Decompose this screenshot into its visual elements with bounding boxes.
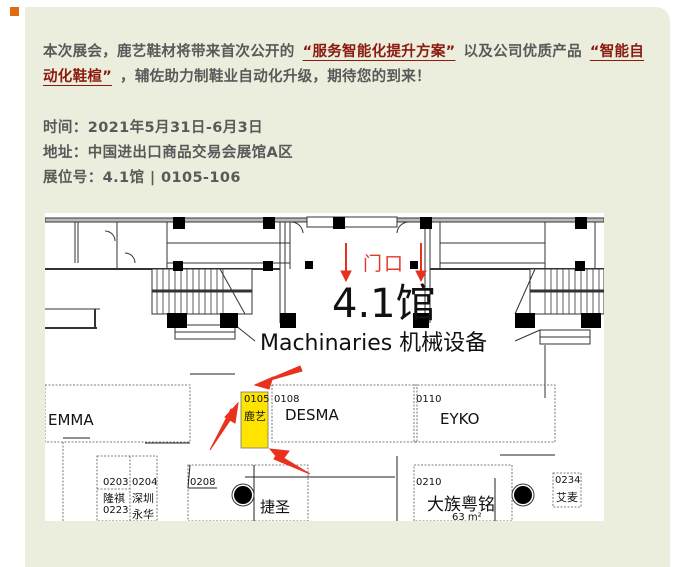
booth-0110-name: EYKO: [440, 410, 480, 428]
floor-plan-drawing: [45, 216, 604, 521]
hall-label: 4.1馆: [332, 281, 436, 327]
intro-paragraph: 本次展会，鹿艺鞋材将带来首次公开的 “服务智能化提升方案” 以及公司优质产品“智能自…: [43, 40, 653, 90]
event-booth: 展位号：4.1馆 | 0105-106: [43, 170, 241, 186]
booth-0105-name: 鹿艺: [244, 410, 266, 423]
section-marker: [10, 7, 19, 16]
booth-0110-number: 0110: [416, 394, 442, 405]
booth-0223-name: 永华: [132, 508, 154, 521]
highlight-smart-last: “智能自动化鞋楦”: [43, 44, 645, 85]
booth-0223-number: 0223: [103, 505, 129, 516]
booth-0203-number: 0203: [103, 477, 129, 488]
booth-0234-name: 艾麦: [556, 491, 578, 504]
booth-0234-number: 0234: [555, 475, 581, 486]
booth-0210-name: 大族粤铭: [427, 495, 495, 515]
booth-0105-number: 0105: [244, 394, 270, 405]
floor-plan-image: 门口 4.1馆 Machinaries 机械设备 0105 鹿艺 0108 DE…: [45, 213, 604, 521]
event-info: 时间：2021年5月31日-6月3日 地址：中国进出口商品交易会展馆A区 展位号…: [43, 116, 293, 191]
booth-0203-name: 隆祺: [103, 492, 125, 505]
highlight-service-plan: “服务智能化提升方案”: [302, 44, 456, 60]
booth-emma-name: EMMA: [48, 411, 94, 429]
event-address: 地址：中国进出口商品交易会展馆A区: [43, 145, 294, 161]
intro-text-1: 本次展会，鹿艺鞋材将带来首次公开的: [43, 44, 295, 60]
booth-0204-number: 0204: [132, 477, 158, 488]
booth-0204-name: 深圳: [132, 492, 154, 505]
booth-0210-area: 63 m²: [452, 512, 482, 521]
intro-text-2: 以及公司优质产品: [463, 44, 582, 60]
booth-0208-number: 0208: [190, 477, 216, 488]
booth-0108-number: 0108: [274, 394, 300, 405]
hall-subtitle: Machinaries 机械设备: [260, 331, 488, 356]
intro-text-3: ，辅佐助力制鞋业自动化升级，期待您的到来！: [120, 69, 431, 85]
event-time: 时间：2021年5月31日-6月3日: [43, 120, 264, 136]
booth-0208-name: 捷圣: [260, 498, 291, 516]
booth-0210-number: 0210: [416, 477, 442, 488]
entrance-label: 门口: [363, 253, 406, 275]
booth-0108-name: DESMA: [285, 406, 339, 424]
